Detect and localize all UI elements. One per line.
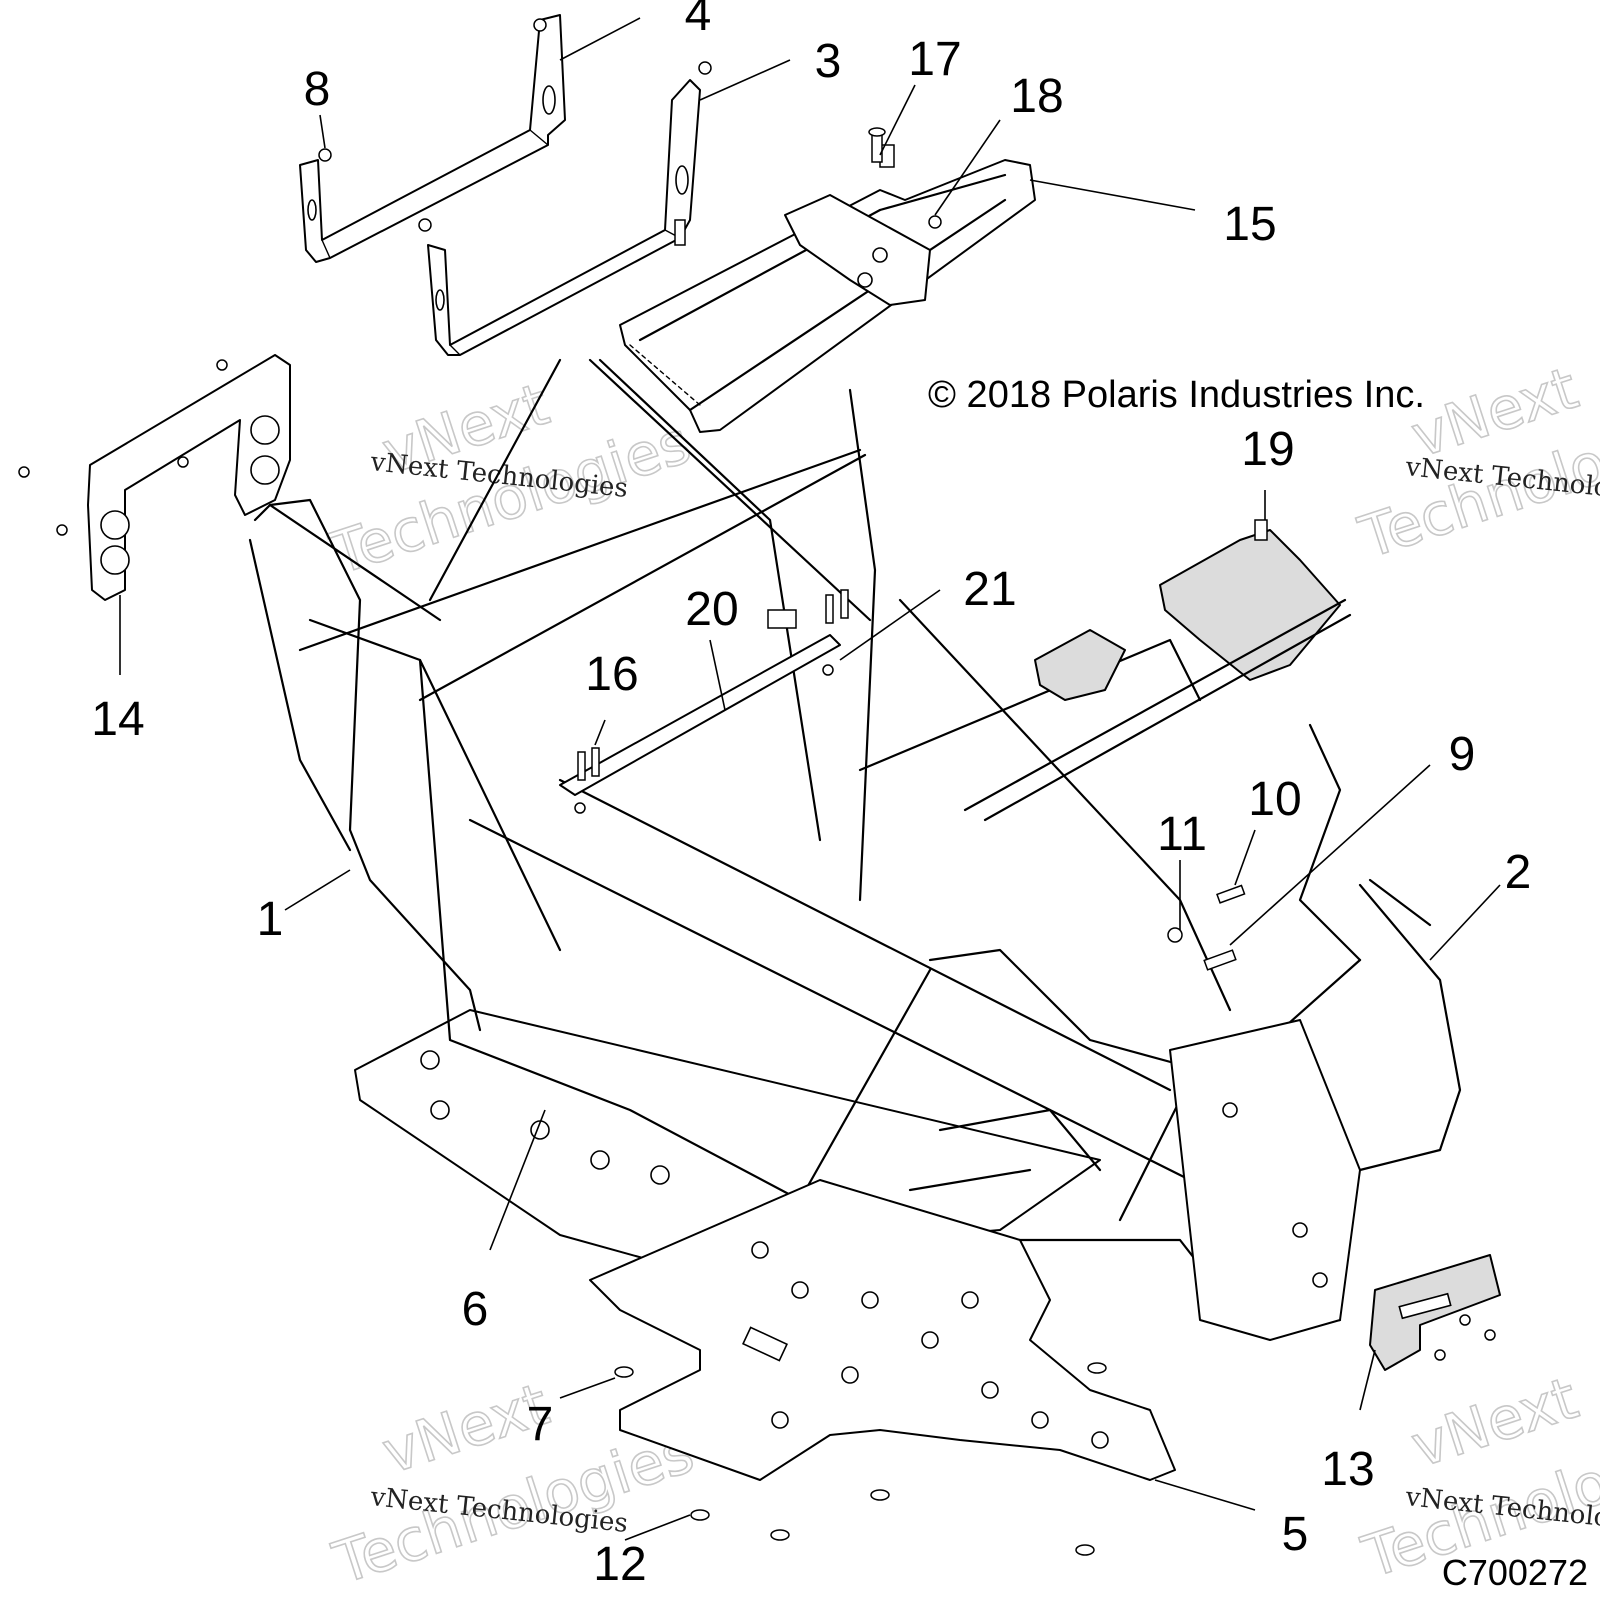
callout-12: 12	[593, 1538, 646, 1591]
main-chassis-frame	[248, 358, 1462, 1341]
callout-18: 18	[1010, 70, 1063, 123]
callout-9: 9	[1449, 728, 1476, 781]
part-4-seat-bracket	[299, 14, 566, 263]
part-15-seat-rail	[619, 144, 1036, 433]
part-14-front-bracket	[18, 354, 291, 601]
callout-10: 10	[1248, 773, 1301, 826]
part-19-rear-carrier	[858, 519, 1352, 822]
callout-11: 11	[1157, 808, 1207, 861]
part-18-bolt	[928, 215, 942, 229]
callout-1: 1	[257, 893, 284, 946]
leader-lines	[119, 17, 1501, 1541]
callout-5: 5	[1282, 1508, 1309, 1561]
callout-21: 21	[963, 563, 1016, 616]
callout-7: 7	[527, 1398, 554, 1451]
callout-13: 13	[1321, 1443, 1374, 1496]
part-21-bolts	[825, 589, 849, 624]
callout-4: 4	[685, 0, 712, 41]
part-13-hitch-bracket	[1369, 1254, 1501, 1371]
part-20-cross-bar	[559, 609, 841, 814]
callout-16: 16	[585, 648, 638, 701]
diagram-code: C700272	[1442, 1552, 1588, 1593]
copyright-notice: © 2018 Polaris Industries Inc.	[928, 374, 1425, 416]
callout-8: 8	[304, 63, 331, 116]
part-7-fastener	[614, 1362, 1107, 1378]
callout-15: 15	[1223, 198, 1276, 251]
callout-6: 6	[462, 1283, 489, 1336]
callout-19: 19	[1241, 423, 1294, 476]
part-11-nut	[1167, 927, 1183, 943]
callout-labels: 1 2 3 4 5 6 7 8 9 10 11 12 13 14 15 16 1…	[91, 0, 1531, 1591]
callout-14: 14	[91, 693, 144, 746]
part-16-bolts	[577, 747, 600, 781]
callout-20: 20	[685, 583, 738, 636]
callout-3: 3	[815, 35, 842, 88]
part-3-seat-bracket	[418, 61, 712, 356]
part-9-bolt	[1203, 949, 1237, 971]
part-5-skid-plate	[589, 1179, 1176, 1481]
callout-2: 2	[1505, 846, 1532, 899]
part-17-bolt	[868, 127, 886, 163]
callout-17: 17	[908, 33, 961, 86]
part-10-bolt	[1216, 884, 1246, 904]
part-8-bolt	[318, 114, 332, 162]
part-12-fasteners	[690, 1489, 1095, 1556]
